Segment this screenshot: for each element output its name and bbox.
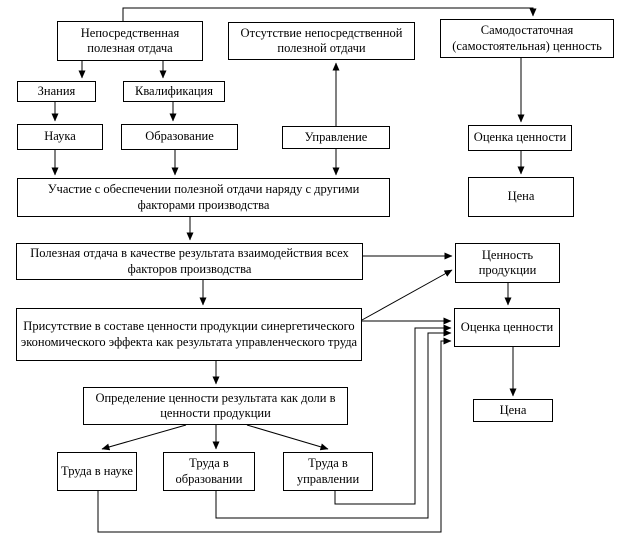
box-self-sufficient-value: Самодостаточная (самостоятельная) ценнос… [440, 19, 614, 58]
edge-presence-to-product-value [361, 269, 453, 321]
box-labor-in-science: Труда в науке [57, 452, 137, 491]
edge-determination-to-labor-in-management [246, 424, 329, 451]
box-product-value: Ценность продукции [455, 243, 560, 283]
box-direct-benefit: Непосредственная полезная отдача [57, 21, 203, 61]
box-education: Образование [121, 124, 238, 150]
edge-labor-in-education-to-value-assessment-bottom [215, 329, 452, 519]
edge-determination-to-labor-in-science [101, 424, 187, 451]
box-value-assessment-top: Оценка ценности [468, 125, 572, 151]
box-price-bottom: Цена [473, 399, 553, 422]
box-labor-in-management: Труда в управлении [283, 452, 373, 491]
edge-labor-in-science-to-value-assessment-bottom [97, 337, 452, 533]
box-participation: Участие с обеспечении полезной отдачи на… [17, 178, 390, 217]
box-science: Наука [17, 124, 103, 150]
box-labor-in-education: Труда в образовании [163, 452, 255, 491]
box-useful-return: Полезная отдача в качестве результата вз… [16, 243, 363, 280]
edge-direct-benefit-to-self-sufficient-value [122, 7, 537, 21]
box-absence-of-benefit: Отсутствие непосредственной полезной отд… [228, 22, 415, 60]
box-price-top: Цена [468, 177, 574, 217]
box-knowledge: Знания [17, 81, 96, 102]
box-determination: Определение ценности результата как доли… [83, 387, 348, 425]
box-presence: Присутствие в составе ценности продукции… [16, 308, 362, 361]
box-management: Управление [282, 126, 390, 149]
box-value-assessment-bottom: Оценка ценности [454, 308, 560, 347]
box-qualification: Квалификация [123, 81, 225, 102]
edge-labor-in-management-to-value-assessment-bottom [334, 324, 452, 505]
